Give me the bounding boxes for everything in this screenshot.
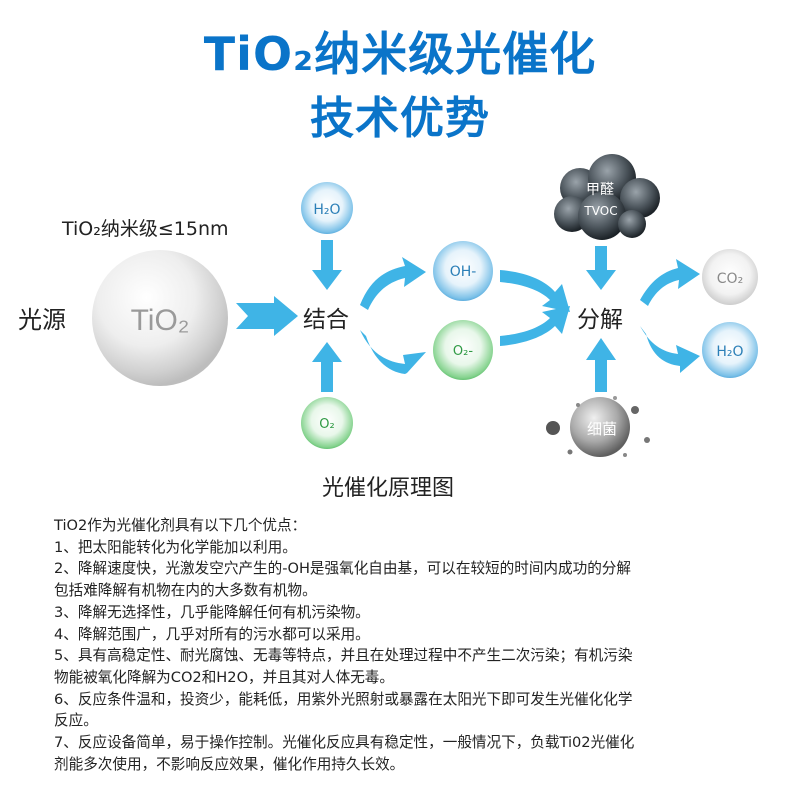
advantage-line: 物能被氧化降解为CO2和H2O，并且其对人体无毒。 xyxy=(54,668,394,686)
h2o-output-label: H₂O xyxy=(716,344,743,360)
tio2-sphere xyxy=(92,250,228,386)
arrow-h2o-down xyxy=(312,240,342,290)
tio2-sphere-label: TiO₂ xyxy=(131,304,190,337)
advantage-line: 2、降解速度快，光激发空穴产生的-OH是强氧化自由基，可以在较短的时间内成功的分… xyxy=(54,560,631,578)
oh-sphere xyxy=(433,241,493,301)
advantage-line: 包括难降解有机物在内的大多数有机物。 xyxy=(54,582,317,600)
pollutant-label-formaldehyde: 甲醛 xyxy=(586,182,614,198)
o2-input-label: O₂ xyxy=(319,417,334,432)
bacteria-label: 细菌 xyxy=(587,420,617,438)
advantage-line: 3、降解无选择性，几乎能降解任何有机污染物。 xyxy=(54,603,370,621)
o2-minus-sphere xyxy=(433,320,493,380)
arrow-decompose-to-co2 xyxy=(640,259,700,306)
arrow-pollutant-down xyxy=(586,246,616,290)
h2o-input-sphere xyxy=(301,182,353,234)
arrow-tio2-to-combine xyxy=(236,296,298,336)
advantage-line: 4、降解范围广，几乎对所有的污水都可以采用。 xyxy=(54,625,370,643)
advantages-intro: TiO2作为光催化剂具有以下几个优点： xyxy=(54,517,307,534)
diagram-caption: 光催化原理图 xyxy=(322,476,455,501)
combine-label: 结合 xyxy=(303,307,349,333)
advantage-line: 7、反应设备简单，易于操作控制。光催化反应具有稳定性，一般情况下，负载Ti02光… xyxy=(54,734,635,752)
bacteria-sphere xyxy=(546,396,650,457)
oh-label: OH- xyxy=(450,264,477,280)
arrow-oh-to-decompose xyxy=(500,270,570,312)
arrow-combine-to-oh xyxy=(360,257,426,310)
advantage-line: 6、反应条件温和，投资少，能耗低，用紫外光照射或暴露在太阳光下即可发生光催化化学 xyxy=(54,690,633,708)
advantage-line: 反应。 xyxy=(54,712,98,730)
advantages-text: TiO2作为光催化剂具有以下几个优点： 1、把太阳能转化为化学能加以利用。 2、… xyxy=(54,515,774,775)
co2-output-label: CO₂ xyxy=(717,271,743,287)
page-title-line2: 技术优势 xyxy=(310,93,490,144)
advantage-line: 5、具有高稳定性、耐光腐蚀、无毒等特点，并且在处理过程中不产生二次污染；有机污染 xyxy=(54,647,633,665)
light-source-label: 光源 xyxy=(18,306,66,334)
advantage-line: 剂能多次使用，不影响反应效果，催化作用持久长效。 xyxy=(54,755,405,773)
advantage-line: 1、把太阳能转化为化学能加以利用。 xyxy=(54,538,297,556)
arrow-combine-to-o2minus xyxy=(360,330,426,374)
co2-output-sphere xyxy=(702,249,758,305)
pollutant-label-tvoc: TVOC xyxy=(583,204,617,218)
o2-input-sphere xyxy=(301,397,353,449)
h2o-output-sphere xyxy=(702,322,758,378)
pollutant-cluster xyxy=(554,154,660,240)
size-label: TiO₂纳米级≤15nm xyxy=(62,218,229,240)
o2-minus-label: O₂- xyxy=(453,344,473,359)
decompose-label: 分解 xyxy=(577,307,623,333)
arrow-decompose-to-h2o xyxy=(640,326,700,373)
page-title-line1: TiO₂纳米级光催化 xyxy=(203,27,597,81)
arrow-o2minus-to-decompose xyxy=(500,306,570,346)
arrow-o2-up xyxy=(312,342,342,392)
arrow-bacteria-up xyxy=(586,338,616,392)
h2o-input-label: H₂O xyxy=(313,202,340,218)
